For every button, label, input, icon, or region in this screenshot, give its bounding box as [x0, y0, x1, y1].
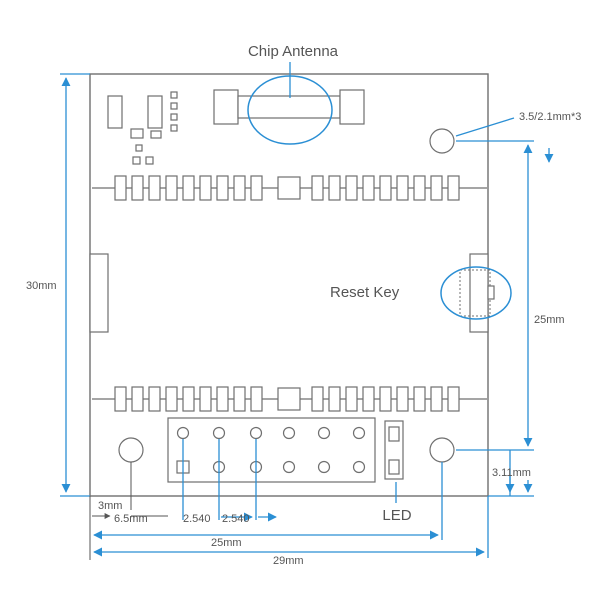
- dim-height-total: [60, 73, 90, 497]
- dim-width-total: [93, 496, 489, 558]
- dim-header-offset-label: 6.5mm: [114, 513, 148, 525]
- led-label: LED: [382, 507, 411, 524]
- dim-height-total-label: 30mm: [26, 280, 57, 292]
- dim-pitch-1-label: 2.540: [183, 513, 211, 525]
- mount-hole-top-right: [429, 128, 455, 154]
- left-side-connector: [89, 253, 109, 333]
- reset-key: [440, 253, 512, 333]
- led-component: [384, 420, 404, 503]
- lower-pin-row: [92, 386, 487, 412]
- dim-height-holes-label: 25mm: [534, 314, 565, 326]
- mount-hole-bottom-left: [118, 437, 144, 463]
- dim-width-holes: [93, 462, 443, 540]
- top-left-components: [107, 91, 178, 165]
- hole-spec-leader: [455, 117, 515, 137]
- reset-key-highlight: [440, 266, 512, 320]
- chip-antenna: [213, 62, 365, 145]
- dim-pitch-2-label: 2.540: [222, 513, 250, 525]
- dim-width-holes-label: 25mm: [211, 537, 242, 549]
- dim-hole-from-bottom: [488, 148, 554, 497]
- chip-antenna-label: Chip Antenna: [248, 43, 339, 60]
- dim-height-holes: [456, 140, 534, 451]
- hole-spec-label: 3.5/2.1mm*3: [519, 111, 581, 123]
- dim-bottom-offsets: [89, 439, 277, 560]
- upper-pin-row: [92, 175, 487, 201]
- mount-hole-bottom-right: [429, 437, 455, 463]
- pin-header: [167, 417, 376, 483]
- dim-hole-from-bottom-label: 3.11mm: [492, 467, 531, 479]
- reset-key-label: Reset Key: [330, 284, 400, 301]
- dim-hole-from-left-label: 3mm: [98, 500, 122, 512]
- dim-width-total-label: 29mm: [273, 555, 304, 567]
